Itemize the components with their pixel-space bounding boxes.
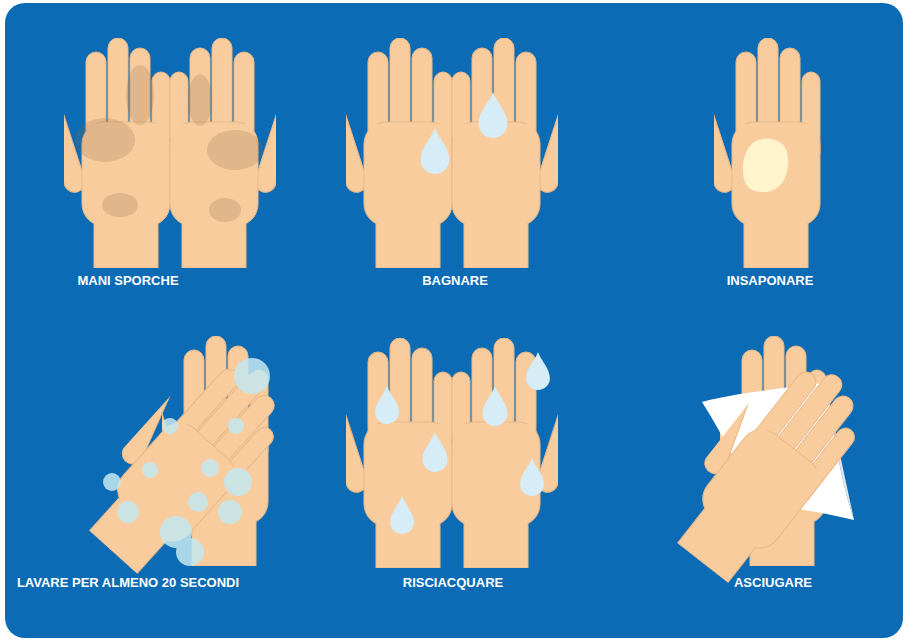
dirty-hands	[39, 38, 300, 268]
step-label: INSAPONARE	[620, 272, 908, 290]
step-label: LAVARE PER ALMENO 20 SECONDI	[0, 574, 278, 592]
washing-hands	[49, 323, 300, 581]
step-label: MANI SPORCHE	[0, 272, 278, 290]
step-label: ASCIUGARE	[623, 574, 908, 592]
background-panel	[5, 3, 903, 638]
step-label: BAGNARE	[305, 272, 605, 290]
wet-hands	[321, 38, 582, 268]
step-label: RISCIACQUARE	[303, 574, 603, 592]
drying-hands	[634, 328, 879, 590]
soap-hand	[689, 38, 820, 268]
rinse-hands	[321, 338, 582, 568]
